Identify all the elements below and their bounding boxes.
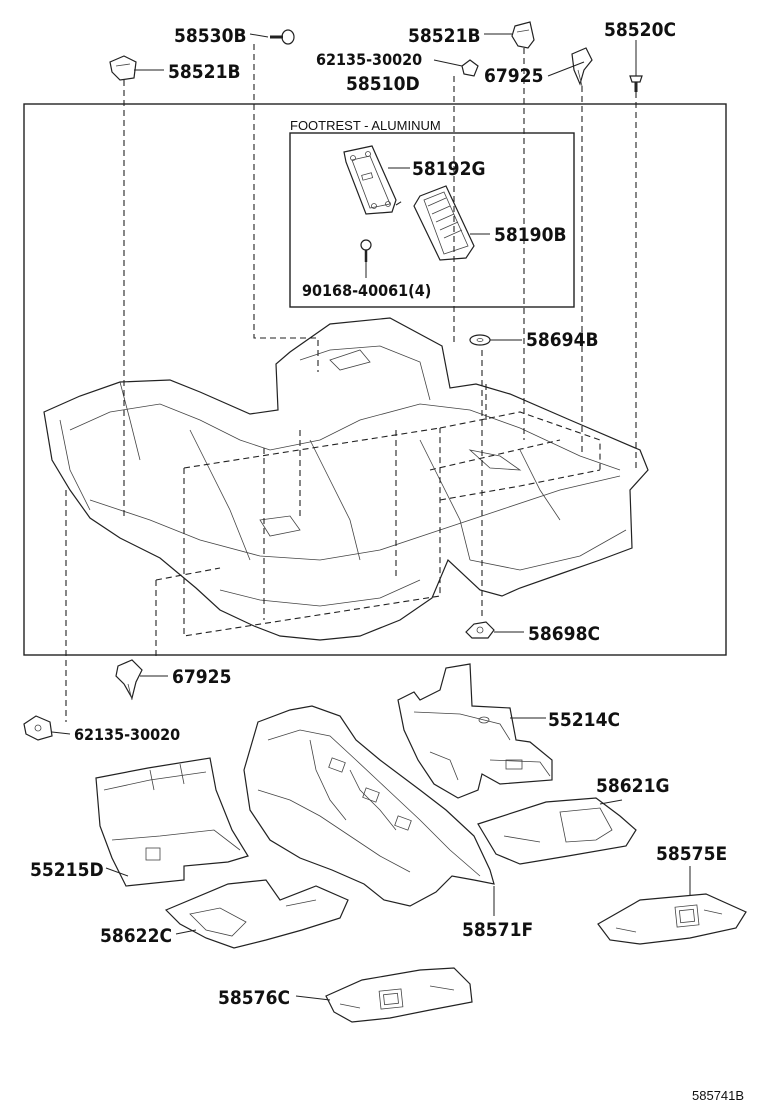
callout-58621g[interactable]: 58621G	[596, 775, 670, 797]
bolt-58530b[interactable]	[270, 29, 295, 45]
callout-55214c[interactable]: 55214C	[548, 709, 620, 731]
hook-67925-top[interactable]	[571, 47, 593, 87]
callout-67925-mid[interactable]: 67925	[172, 666, 231, 688]
washer-58694b[interactable]	[469, 334, 491, 346]
callout-55215d[interactable]: 55215D	[30, 859, 104, 881]
callout-58694b[interactable]: 58694B	[526, 329, 599, 351]
callout-58521b-top[interactable]: 58521B	[408, 25, 481, 47]
clip-62135-top[interactable]	[461, 59, 479, 77]
callout-58190b[interactable]: 58190B	[494, 224, 567, 246]
floor-carpet-58510d[interactable]	[43, 317, 649, 641]
callout-58192g[interactable]: 58192G	[412, 158, 486, 180]
footrest-frame	[289, 132, 575, 308]
footrest-pad-58190b[interactable]	[413, 185, 475, 261]
floor-mat-58622c[interactable]	[164, 879, 349, 949]
callout-58698c[interactable]: 58698C	[528, 623, 600, 645]
reference-code: 585741B	[692, 1088, 744, 1103]
floor-mat-58621g[interactable]	[477, 797, 637, 865]
insulator-55215d[interactable]	[95, 757, 249, 887]
leader-dashes	[65, 44, 637, 722]
callout-58571f[interactable]: 58571F	[462, 919, 533, 941]
callout-58520c[interactable]: 58520C	[604, 19, 676, 41]
footrest-bracket-58192g[interactable]	[343, 145, 397, 215]
callout-62135-top[interactable]: 62135-30020	[316, 50, 422, 69]
floor-mat-58576c[interactable]	[325, 967, 473, 1023]
callout-58521b-left[interactable]: 58521B	[168, 61, 241, 83]
tunnel-carpet-58571f[interactable]	[243, 705, 495, 907]
clip-58521b-left[interactable]	[109, 55, 137, 81]
clip-62135-mid[interactable]	[23, 715, 53, 741]
screw-90168[interactable]	[360, 239, 372, 262]
insulator-55214c[interactable]	[397, 663, 553, 799]
pin-58520c[interactable]	[629, 75, 643, 92]
callout-58510d[interactable]: 58510D	[346, 73, 420, 95]
callout-58530b[interactable]: 58530B	[174, 25, 247, 47]
hook-67925-mid[interactable]	[115, 659, 143, 701]
floor-mat-58575e[interactable]	[597, 893, 747, 945]
main-carpet-frame	[23, 103, 727, 656]
callout-58575e[interactable]: 58575E	[656, 843, 727, 865]
clip-58698c[interactable]	[465, 621, 495, 639]
phantom-outlines	[155, 384, 601, 660]
callout-58622c[interactable]: 58622C	[100, 925, 172, 947]
callout-90168[interactable]: 90168-40061(4)	[302, 281, 431, 300]
clip-58521b-top[interactable]	[511, 21, 535, 49]
group-caption: FOOTREST - ALUMINUM	[290, 118, 441, 133]
callout-58576c[interactable]: 58576C	[218, 987, 290, 1009]
callout-67925-top[interactable]: 67925	[484, 65, 543, 87]
leader-lines	[51, 33, 691, 1001]
callout-62135-mid[interactable]: 62135-30020	[74, 725, 180, 744]
